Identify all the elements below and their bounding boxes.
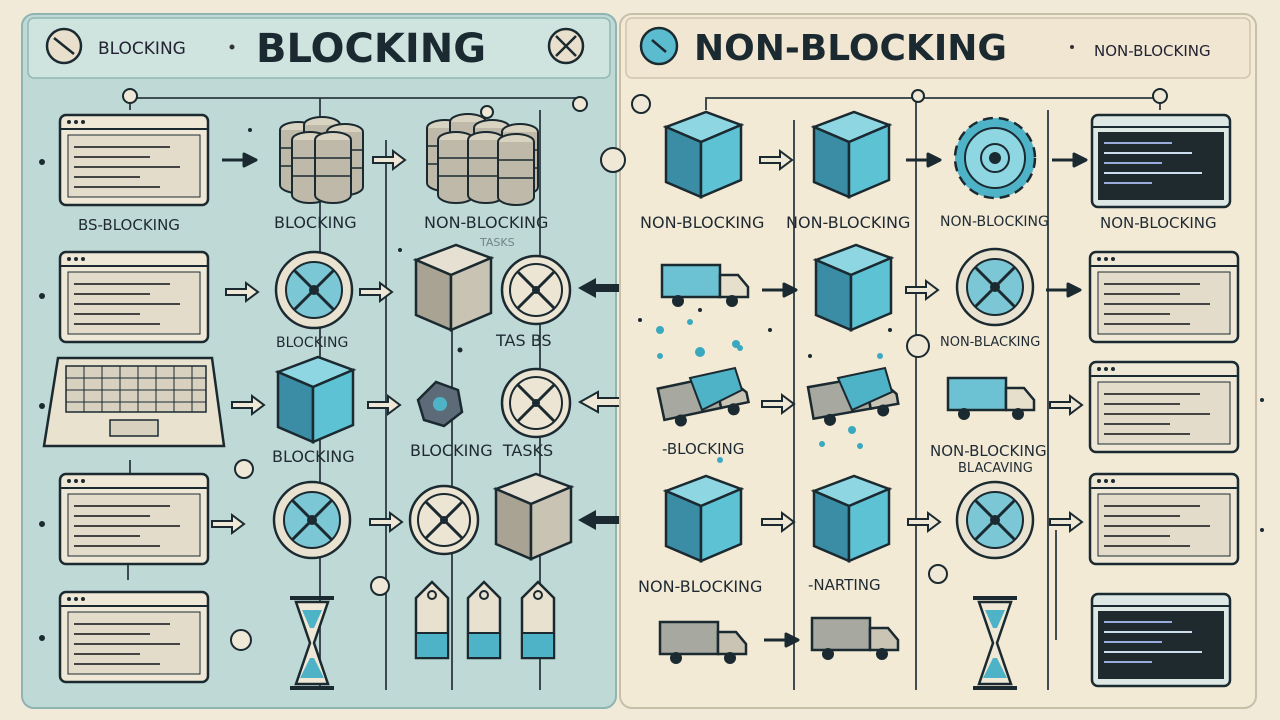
laptop-keyboard [42, 356, 226, 448]
right-screen-5 [1090, 592, 1232, 688]
left-header-small: BLOCKING [98, 39, 186, 59]
crashed-trucks-1 [656, 366, 752, 431]
right-screen-1 [1090, 113, 1232, 209]
left-header-title: BLOCKING [256, 26, 486, 72]
right-header-title: NON-BLOCKING [694, 28, 1007, 69]
tag-icons [414, 580, 556, 660]
tasks-faded-label: TASKS [479, 236, 515, 249]
left-screen-4 [58, 590, 210, 684]
right-screen-4 [1088, 472, 1240, 566]
tasks-mid-label: TAS BS [495, 331, 552, 350]
db-stack-icon-1 [279, 116, 364, 204]
fan-plain-icon-3 [408, 484, 480, 556]
crashed-trucks-2 [806, 366, 902, 430]
cube-icon-r5 [812, 474, 891, 563]
fan-label-right: NON-BLACKING [940, 335, 1040, 350]
cube-icon-r4 [664, 474, 743, 563]
db2-label: NON-BLOCKING [424, 213, 548, 232]
left-header-right-icon [547, 27, 585, 65]
fan-icon-1 [274, 250, 354, 330]
blocking-tasks-label: BLOCKING TASKS [410, 441, 553, 460]
cube-mid-label: BLOCKING [272, 447, 355, 466]
right-screen-2 [1088, 250, 1240, 344]
left-screen-3 [58, 472, 210, 566]
right-header-icon [639, 26, 679, 66]
fan-icon-r1 [955, 247, 1035, 327]
right-header-small: NON-BLOCKING [1094, 42, 1211, 60]
right-screen-3 [1088, 360, 1240, 454]
fan-icon-2 [272, 480, 352, 560]
left-header-icon [45, 27, 83, 65]
laptop-screen [58, 250, 210, 344]
cube-icon-r2 [812, 110, 891, 199]
left-pin-icons [122, 88, 588, 651]
broken-gear-icon [416, 380, 464, 428]
truck3-label-a: NON-BLOCKING [930, 442, 1047, 460]
particle-dots [656, 319, 883, 463]
gear-icon [953, 116, 1037, 200]
fan-plain-icon-1 [500, 254, 572, 326]
db-stack-icon-2 [426, 113, 539, 206]
cube-icon-left [276, 355, 355, 444]
cube-low-label: NON-BLOCKING [638, 577, 762, 596]
right-header-bar [625, 17, 1251, 79]
left-screen-1 [58, 113, 210, 207]
low-mid-label: -NARTING [808, 576, 881, 594]
fan-icon-r2 [955, 480, 1035, 560]
left-header-dot [229, 44, 235, 50]
cube1-label: NON-BLOCKING [640, 213, 764, 232]
trucks-label: -BLOCKING [662, 440, 744, 458]
db1-label: BLOCKING [274, 213, 357, 232]
truck3-label-b: BLACAVING [958, 461, 1033, 476]
right-pin-icons [600, 88, 1168, 584]
fan-plain-icon-2 [500, 367, 572, 439]
left-header-bar [27, 17, 611, 79]
particle-dots-dark [39, 128, 1264, 641]
gear-label: NON-BLOCKING [940, 214, 1049, 230]
cube2-label: NON-BLOCKING [786, 213, 910, 232]
cube-icon-r3 [814, 243, 893, 332]
screen-label-right: NON-BLOCKING [1100, 214, 1217, 232]
fan1-label: BLOCKING [276, 335, 348, 351]
left-screen-1-label: BS-BLOCKING [78, 216, 180, 234]
right-header-dot [1070, 45, 1074, 49]
cube-grey-icon-1 [414, 243, 493, 332]
cube-icon-r1 [664, 110, 743, 199]
cube-grey-icon-2 [494, 472, 573, 561]
